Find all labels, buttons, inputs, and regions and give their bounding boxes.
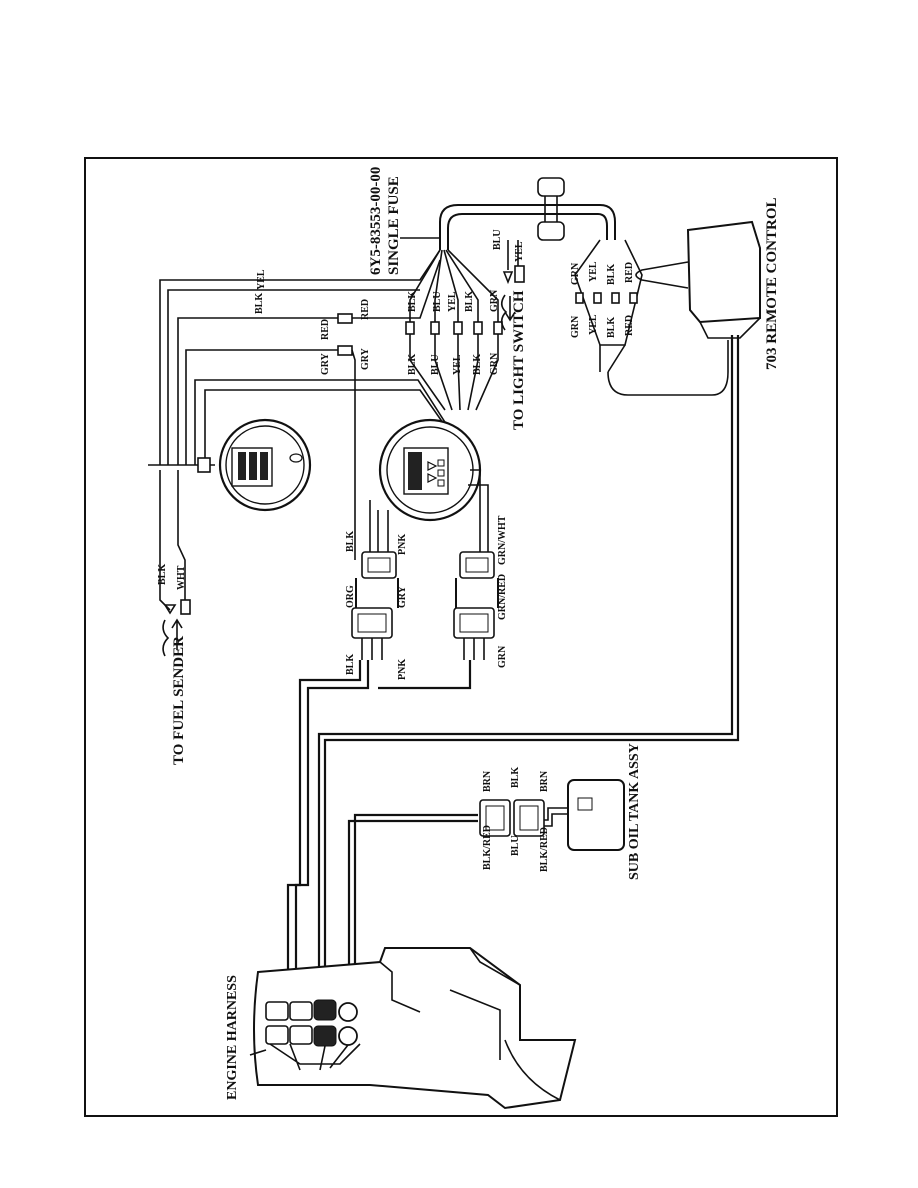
label-grn-ls2: GRN: [489, 352, 500, 375]
gauge-output-wires: [369, 469, 489, 555]
label-yel-rc2: YEL: [588, 314, 599, 335]
label-blk-ls4: BLK: [472, 354, 483, 375]
remote-branch-connectors: [575, 292, 638, 304]
label-grn-wht: GRN/WHT: [497, 515, 508, 565]
label-red-1: RED: [320, 319, 331, 340]
reference-arrows: [162, 294, 516, 657]
main-labels: 6Y5-83553-00-00 SINGLE FUSE 703 REMOTE C…: [171, 167, 780, 1100]
label-grn-ls1: GRN: [489, 289, 500, 312]
label-blk-c1: BLK: [345, 531, 356, 552]
wire-labels: YEL BLK RED RED GRY GRY BLK BLU YEL BLK …: [157, 229, 635, 872]
fuel-sender-label: TO FUEL SENDER: [171, 636, 187, 765]
label-red-rc1: RED: [624, 262, 635, 283]
sub-oil-tank-label: SUB OIL TANK ASSY: [627, 743, 642, 880]
label-blk-ls3: BLK: [407, 354, 418, 375]
tachometer-icon: [378, 418, 482, 522]
label-wht-fs: WHT: [176, 565, 187, 590]
label-blk-ls2: BLK: [464, 291, 475, 312]
label-blk-c2: BLK: [345, 654, 356, 675]
label-grn-red: GRN/RED: [497, 574, 508, 620]
label-yel-rc1: YEL: [588, 261, 599, 282]
label-blk-ls1: BLK: [407, 291, 418, 312]
label-pnk-c2: PNK: [397, 659, 408, 680]
gauge-connectors: [351, 551, 499, 660]
label-gry-c: GRY: [397, 585, 408, 608]
outboard-engine-icon: [249, 947, 577, 1110]
label-pnk-c1: PNK: [397, 534, 408, 555]
label-grn-c: GRN: [497, 645, 508, 668]
oil-tank-icon: [530, 779, 625, 851]
label-blk-red-2: BLK/RED: [539, 827, 550, 872]
label-org: ORG: [345, 585, 356, 608]
label-grn-rc1: GRN: [570, 262, 581, 285]
label-gry-1: GRY: [320, 352, 331, 375]
label-red-rc2: RED: [624, 315, 635, 336]
light-switch-label: TO LIGHT SWITCH: [511, 290, 527, 430]
label-blk-rc2: BLK: [606, 317, 617, 338]
fuel-gauge-icon: [218, 418, 312, 512]
engine-harness-label: ENGINE HARNESS: [225, 975, 240, 1100]
label-blk-top: BLK: [254, 293, 265, 314]
label-blk-ot: BLK: [510, 767, 521, 788]
label-red-2: RED: [360, 299, 371, 320]
label-gry-2: GRY: [360, 347, 371, 370]
label-blu-ot: BLU: [510, 835, 521, 856]
oil-tank-connectors: [479, 799, 545, 837]
diagram-frame: [84, 157, 838, 1117]
label-yel-top: YEL: [256, 269, 267, 290]
label-blk-rc1: BLK: [606, 264, 617, 285]
label-yel-ls1: YEL: [447, 291, 458, 312]
part-number-label: 6Y5-83553-00-00: [368, 167, 384, 275]
remote-control-label: 703 REMOTE CONTROL: [764, 197, 780, 370]
label-blu-ls2: BLU: [430, 354, 441, 375]
single-fuse-label: SINGLE FUSE: [386, 176, 402, 275]
label-yel-fuse: YEL: [514, 241, 525, 262]
fuse-holder-icon: [537, 177, 565, 241]
fuse-harness: [400, 177, 729, 411]
label-brn-1: BRN: [482, 770, 493, 792]
label-blk-red-1: BLK/RED: [482, 825, 493, 870]
remote-control-icon: [635, 220, 761, 339]
label-blu-ls1: BLU: [432, 291, 443, 312]
label-grn-rc2: GRN: [570, 315, 581, 338]
label-brn-2: BRN: [539, 770, 550, 792]
gauge-feed-wires: [148, 249, 456, 615]
label-blu-fuse: BLU: [492, 229, 503, 250]
main-harness-routes: [286, 335, 740, 990]
light-switch-connectors: [405, 321, 503, 335]
label-yel-ls2: YEL: [452, 354, 463, 375]
label-blk-fs: BLK: [157, 564, 168, 585]
